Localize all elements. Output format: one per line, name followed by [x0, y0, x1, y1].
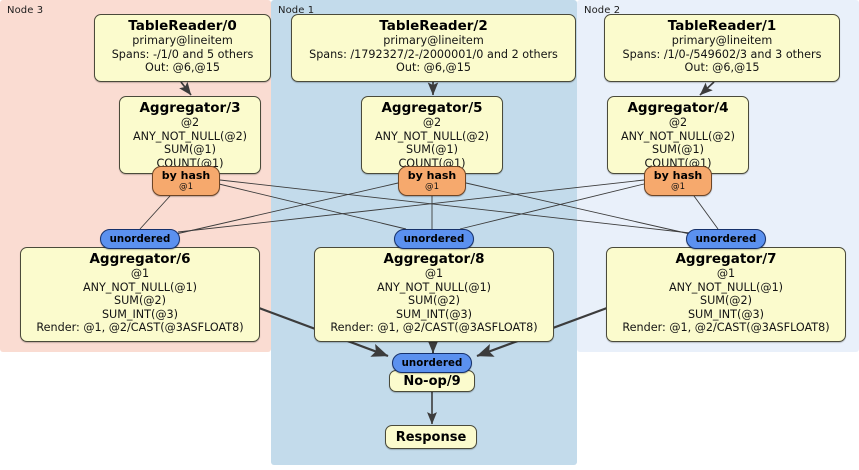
edge-r5-s7 [465, 182, 691, 235]
processor-detail-line: ANY_NOT_NULL(@2) [374, 129, 490, 143]
edge-r4-s7 [693, 195, 719, 230]
processor-title: Aggregator/3 [139, 100, 241, 116]
processor-detail-line: @2 [422, 116, 442, 129]
node-panel-label-node1: Node 1 [278, 5, 315, 16]
synchronizer-label: unordered [695, 233, 757, 245]
processor-detail-line: SUM(@1) [406, 143, 458, 157]
input-synchronizer-sync8[interactable]: unordered [394, 229, 474, 249]
processor-title: Aggregator/4 [627, 100, 729, 116]
processor-title: Aggregator/6 [89, 251, 191, 267]
processor-title: Aggregator/5 [381, 100, 483, 116]
router-sublabel: @1 [178, 182, 194, 192]
processor-title: TableReader/2 [379, 18, 488, 34]
processor-detail-line: @2 [668, 116, 688, 129]
output-router-router4[interactable]: by hash@1 [644, 166, 712, 196]
synchronizer-label: unordered [109, 233, 171, 245]
router-label: by hash [407, 169, 457, 182]
processor-detail-line: SUM_INT(@3) [395, 307, 473, 321]
processor-detail-line: @1 [716, 267, 736, 280]
edge-r4-s6 [177, 179, 645, 233]
processor-title: TableReader/0 [128, 18, 237, 34]
processor-detail-line: Spans: -/1/0 and 5 others [111, 47, 254, 61]
processor-detail-line: ANY_NOT_NULL(@2) [620, 129, 736, 143]
edge-r3-s6 [139, 195, 171, 230]
processor-detail-line: ANY_NOT_NULL(@1) [376, 280, 492, 294]
processor-detail-line: primary@lineitem [671, 34, 773, 47]
processor-detail-line: Render: @1, @2/CAST(@3ASFLOAT8) [330, 321, 538, 335]
edge-tr0-agg3 [179, 81, 192, 96]
edge-r5-s6 [175, 182, 399, 235]
processor-detail-line: Render: @1, @2/CAST(@3ASFLOAT8) [36, 321, 244, 335]
processor-detail-line: SUM(@2) [408, 294, 460, 308]
node-panel-label-node3: Node 3 [7, 5, 44, 16]
output-router-router3[interactable]: by hash@1 [152, 166, 220, 196]
edge-r4-s8 [459, 183, 645, 230]
router-sublabel: @1 [670, 182, 686, 192]
processor-detail-line: SUM_INT(@3) [101, 307, 179, 321]
edge-r3-s8 [218, 183, 407, 230]
input-synchronizer-sync9[interactable]: unordered [392, 353, 472, 373]
processor-detail-line: primary@lineitem [383, 34, 484, 47]
processor-response[interactable]: Response [385, 425, 477, 449]
edge-r3-s7 [219, 179, 691, 234]
processor-detail-line: SUM(@2) [700, 294, 752, 308]
processor-detail-line: SUM(@2) [114, 294, 166, 308]
node-panel-label-node2: Node 2 [584, 5, 621, 16]
processor-detail-line: ANY_NOT_NULL(@1) [668, 280, 784, 294]
processor-detail-line: Spans: /1/0-/549602/3 and 3 others [622, 47, 822, 61]
edge-tr1-agg4 [699, 81, 715, 96]
processor-detail-line: Out: @6,@15 [145, 61, 220, 75]
processor-title: Response [395, 429, 467, 445]
processor-title: Aggregator/7 [675, 251, 777, 267]
processor-title: No-op/9 [403, 373, 461, 389]
processor-detail-line: SUM(@1) [652, 143, 704, 157]
processor-noop9[interactable]: No-op/9 [389, 370, 475, 392]
processor-detail-line: @1 [424, 267, 444, 280]
processor-detail-line: Spans: /1792327/2-/2000001/0 and 2 other… [309, 47, 558, 61]
router-label: by hash [161, 169, 211, 182]
processor-detail-line: Render: @1, @2/CAST(@3ASFLOAT8) [622, 321, 830, 335]
router-sublabel: @1 [424, 182, 440, 192]
processor-detail-line: ANY_NOT_NULL(@2) [132, 129, 248, 143]
router-label: by hash [653, 169, 703, 182]
output-router-router5[interactable]: by hash@1 [398, 166, 466, 196]
processor-detail-line: @1 [130, 267, 150, 280]
processor-detail-line: ANY_NOT_NULL(@1) [82, 280, 198, 294]
processor-detail-line: Out: @6,@15 [684, 61, 760, 75]
processor-detail-line: primary@lineitem [132, 34, 233, 47]
processor-detail-line: Out: @6,@15 [396, 61, 471, 75]
input-synchronizer-sync6[interactable]: unordered [100, 229, 180, 249]
synchronizer-label: unordered [401, 357, 463, 369]
processor-title: TableReader/1 [667, 18, 777, 34]
processor-detail-line: SUM_INT(@3) [687, 307, 765, 321]
input-synchronizer-sync7[interactable]: unordered [686, 229, 766, 249]
processor-detail-line: @2 [180, 116, 200, 129]
synchronizer-label: unordered [403, 233, 465, 245]
processor-detail-line: SUM(@1) [164, 143, 216, 157]
processor-title: Aggregator/8 [383, 251, 485, 267]
